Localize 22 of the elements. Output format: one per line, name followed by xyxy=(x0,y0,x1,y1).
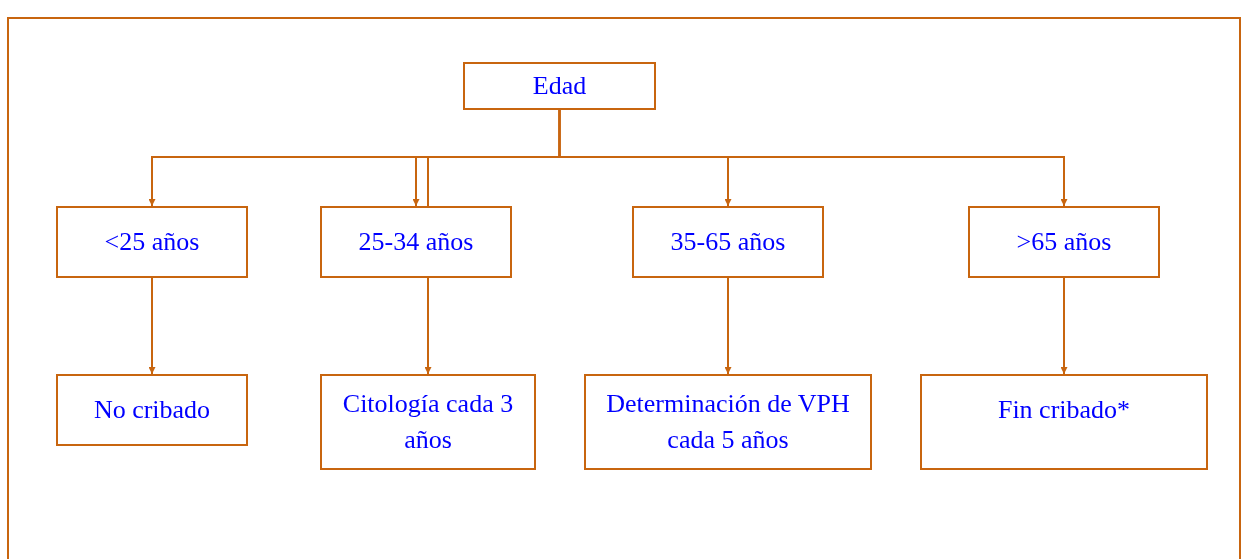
arrow xyxy=(148,277,156,375)
box-label: Citología cada 3 años xyxy=(341,388,515,456)
arrow xyxy=(1060,277,1068,375)
box-label: 25-34 años xyxy=(358,226,474,258)
box-label: >65 años xyxy=(1016,226,1112,258)
process-box xyxy=(968,206,1160,278)
process-box xyxy=(56,206,248,278)
box-label: Fin cribado* xyxy=(997,394,1131,426)
box-label: 35-65 años xyxy=(670,226,786,258)
arrow xyxy=(558,109,1068,207)
box-label: Edad xyxy=(532,70,587,102)
box-label: <25 años xyxy=(104,226,200,258)
process-box xyxy=(320,374,536,470)
box-label: No cribado xyxy=(93,394,211,426)
process-box xyxy=(920,374,1208,470)
box-label: Determinación de VPH cada 5 años xyxy=(605,388,851,456)
process-box xyxy=(584,374,872,470)
arrow xyxy=(724,277,732,375)
process-box xyxy=(632,206,824,278)
process-box xyxy=(320,206,512,278)
process-box xyxy=(463,62,656,110)
process-box xyxy=(56,374,248,446)
